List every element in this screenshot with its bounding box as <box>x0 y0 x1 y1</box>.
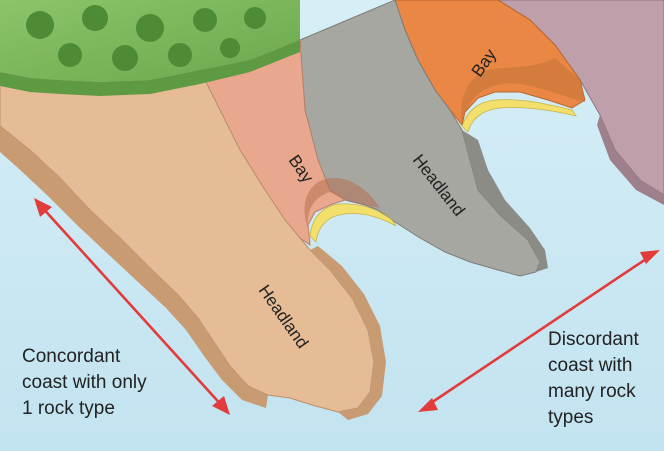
discordant-line-4: types <box>548 407 593 428</box>
discordant-line-1: Discordant <box>548 329 640 350</box>
concordant-line-2: coast with only <box>22 372 147 393</box>
discordant-line-3: many rock <box>548 381 636 402</box>
discordant-line-2: coast with <box>548 355 632 376</box>
concordant-line-1: Concordant <box>22 346 121 367</box>
concordant-line-3: 1 rock type <box>22 398 115 419</box>
